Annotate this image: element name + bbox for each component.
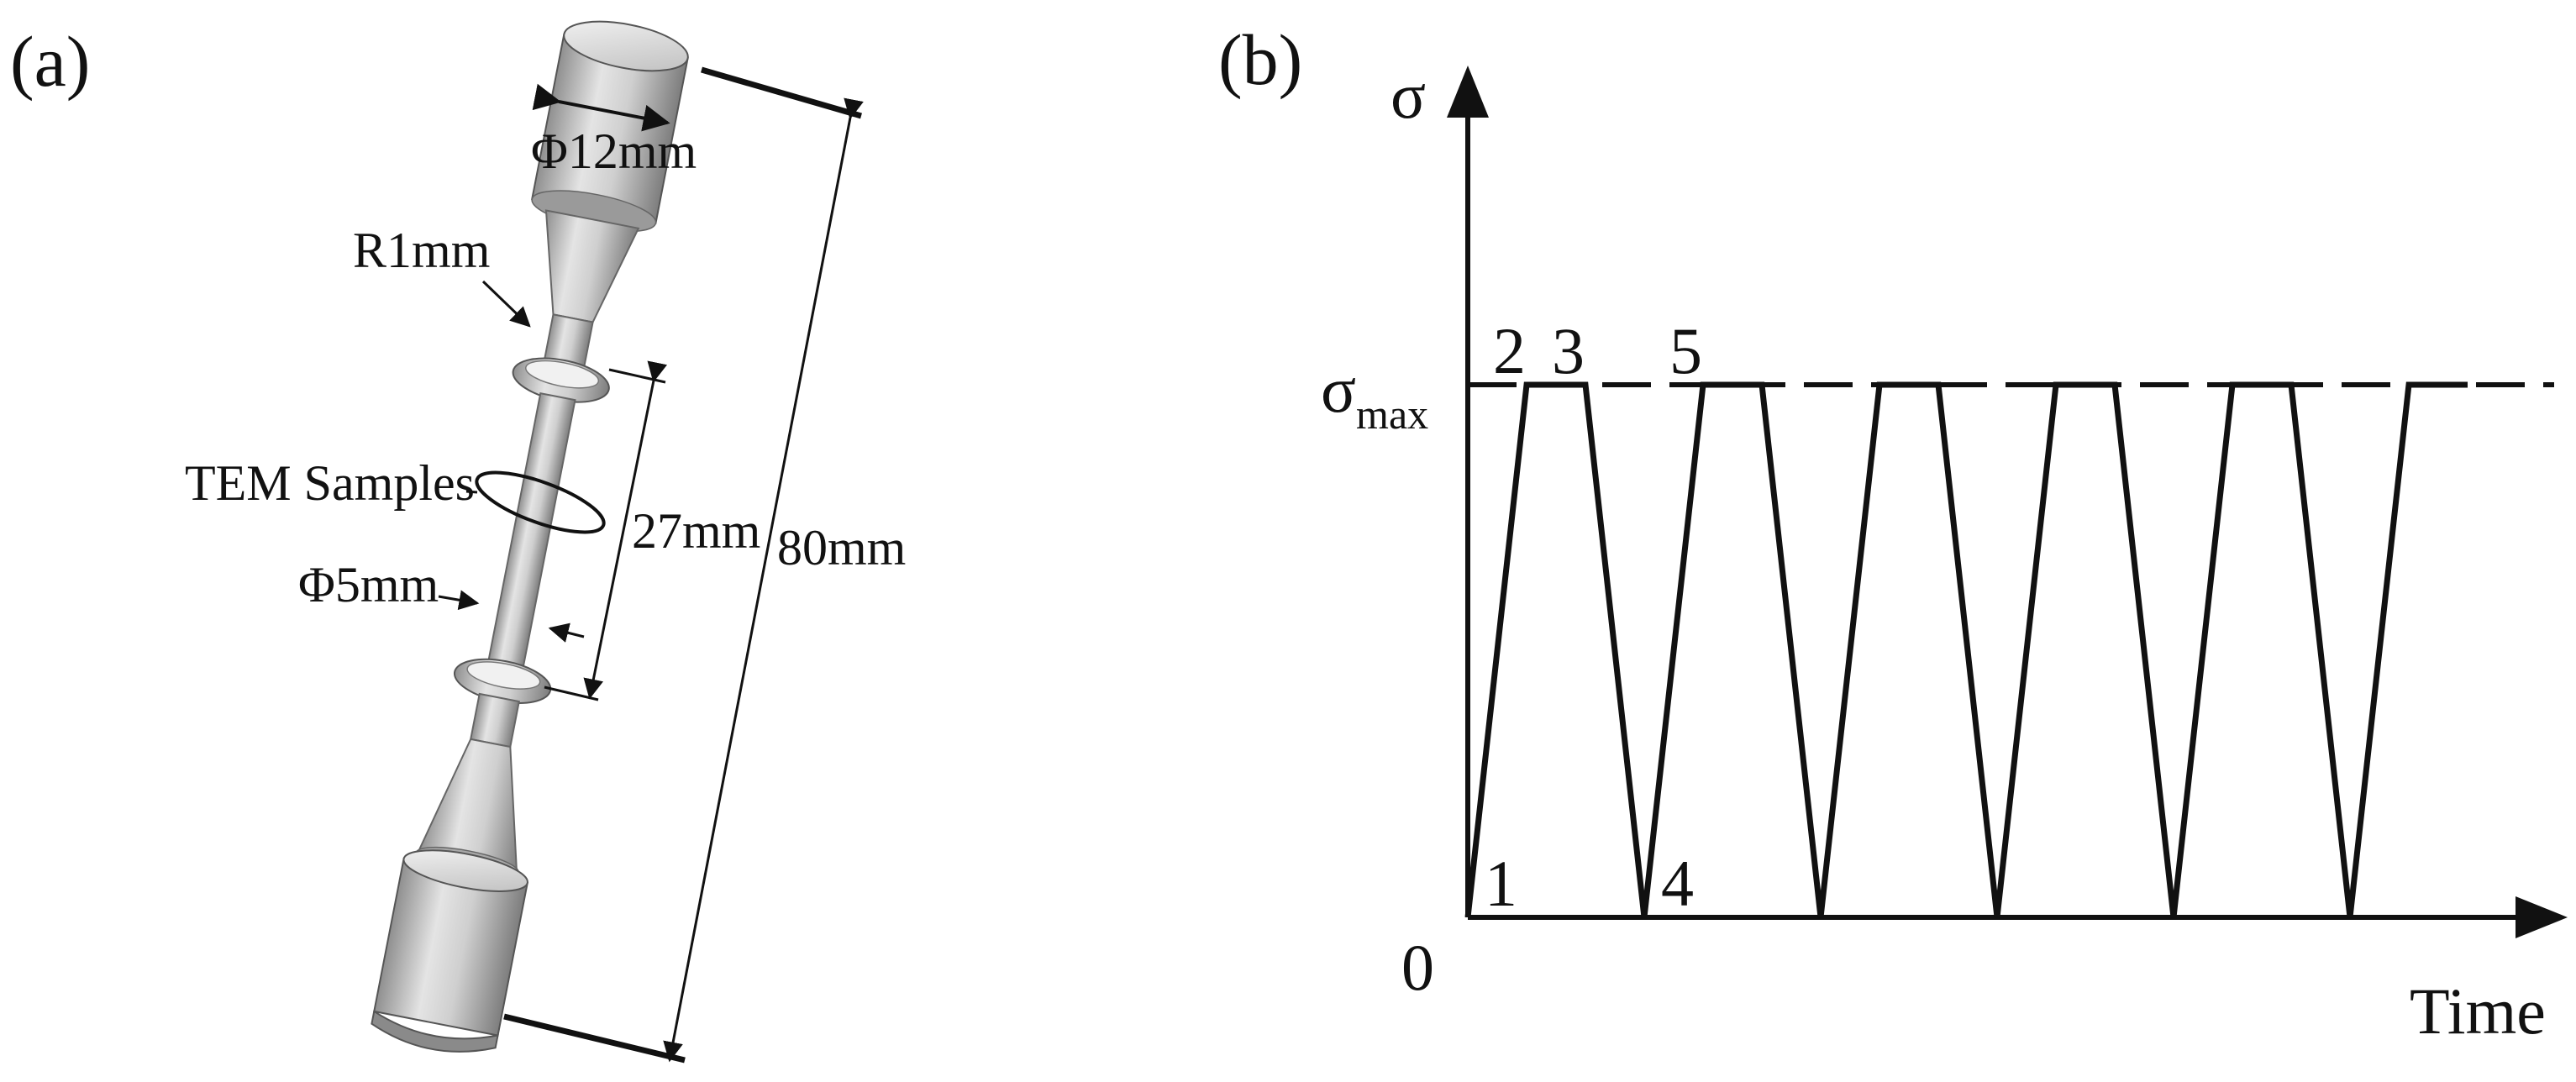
point-label-1: 1	[1485, 847, 1517, 920]
leader-phi5-right	[548, 622, 585, 643]
label-27mm: 27mm	[632, 503, 760, 559]
dim-80-ext-bottom	[503, 1013, 686, 1064]
loading-waveform	[1464, 381, 2468, 918]
point-label-2: 2	[1493, 314, 1526, 387]
x-axis-label: Time	[2410, 974, 2546, 1048]
specimen-drawing	[371, 20, 689, 1053]
label-tem-samples: TEM Samples	[185, 455, 475, 511]
point-label-3: 3	[1552, 314, 1585, 387]
y-max-label-main: σ	[1321, 353, 1356, 426]
origin-label: 0	[1401, 931, 1434, 1004]
y-max-label: σmax	[1321, 353, 1428, 438]
y-axis-label: σ	[1391, 59, 1426, 132]
y-max-label-sub: max	[1356, 391, 1428, 438]
dim-27-ext-top	[608, 368, 666, 384]
label-80mm: 80mm	[777, 520, 906, 575]
panel-a-label: (a)	[10, 21, 90, 102]
dim-80-line	[663, 97, 864, 1063]
leader-tem	[465, 490, 478, 494]
panel-a: (a)	[10, 20, 906, 1064]
panel-b-label: (b)	[1218, 19, 1302, 100]
x-axis-arrowhead	[2516, 896, 2568, 938]
leader-phi5	[438, 590, 480, 611]
label-r1mm: R1mm	[353, 223, 490, 278]
leader-r1mm	[481, 280, 531, 328]
point-label-5: 5	[1669, 314, 1702, 387]
point-label-4: 4	[1661, 847, 1694, 920]
label-phi5: Φ5mm	[298, 557, 439, 612]
dim-80-ext-top	[701, 66, 862, 119]
label-phi12: Φ12mm	[531, 123, 697, 179]
dim-27-line	[583, 360, 668, 700]
y-axis-arrowhead	[1447, 66, 1489, 118]
